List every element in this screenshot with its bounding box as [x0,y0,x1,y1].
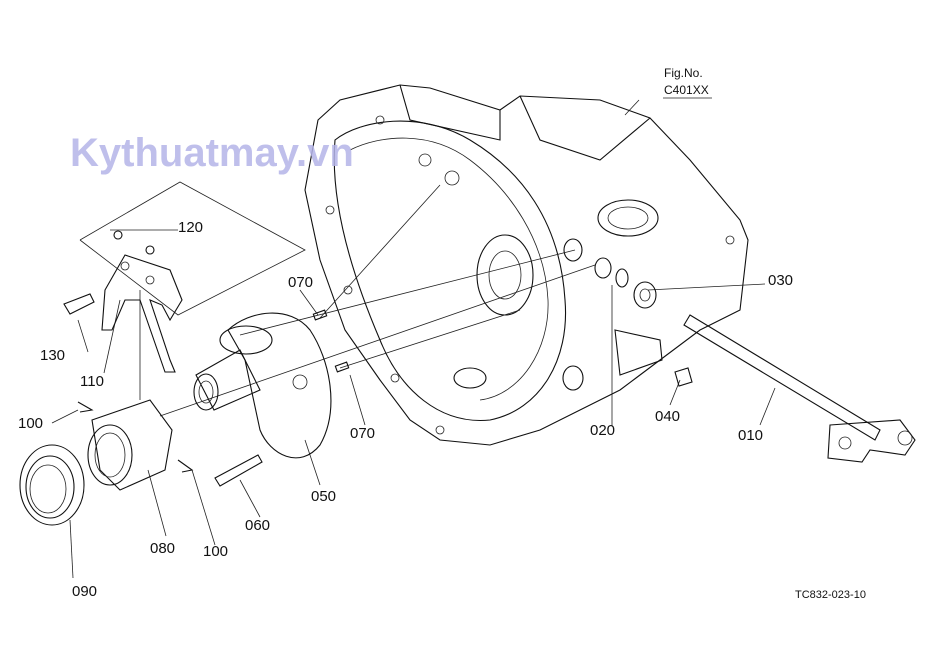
callout-050: 050 [311,488,336,505]
callout-010: 010 [738,427,763,444]
callout-130: 130 [40,347,65,364]
callout-120: 120 [178,219,203,236]
callout-060: 060 [245,517,270,534]
fig-number: C401XX [664,83,709,97]
pin-070b [334,361,350,373]
callout-040: 040 [655,408,680,425]
fig-label: Fig.No. [664,66,703,80]
seal-030 [633,281,657,309]
callout-030: 030 [768,272,793,289]
callout-100: 100 [18,415,43,432]
watermark: Kythuatmay.vn [70,131,354,175]
clip-100 [77,401,94,413]
callout-110: 110 [80,373,104,390]
o-ring-020 [615,268,629,288]
holder-080 [87,399,173,491]
clip-100b [177,459,194,473]
callout-070: 070 [288,274,313,291]
bearing-090 [19,444,85,526]
transmission-housing [304,84,749,446]
fork-110 [101,254,183,373]
bolt-130 [63,293,95,315]
callout-020: 020 [590,422,615,439]
callout-090: 090 [72,583,97,600]
shaft-010 [683,314,916,463]
callout-100b: 100 [203,543,228,560]
cover-050 [193,312,332,459]
bushing-020 [594,257,612,279]
pin-070 [312,309,328,321]
callout-070b: 070 [350,425,375,442]
washer-120 [113,230,123,240]
bolt-040 [674,367,693,387]
bolt-060 [214,454,263,487]
washer-120b [145,245,155,255]
callout-080: 080 [150,540,175,557]
drawing-code: TC832-023-10 [795,589,866,601]
